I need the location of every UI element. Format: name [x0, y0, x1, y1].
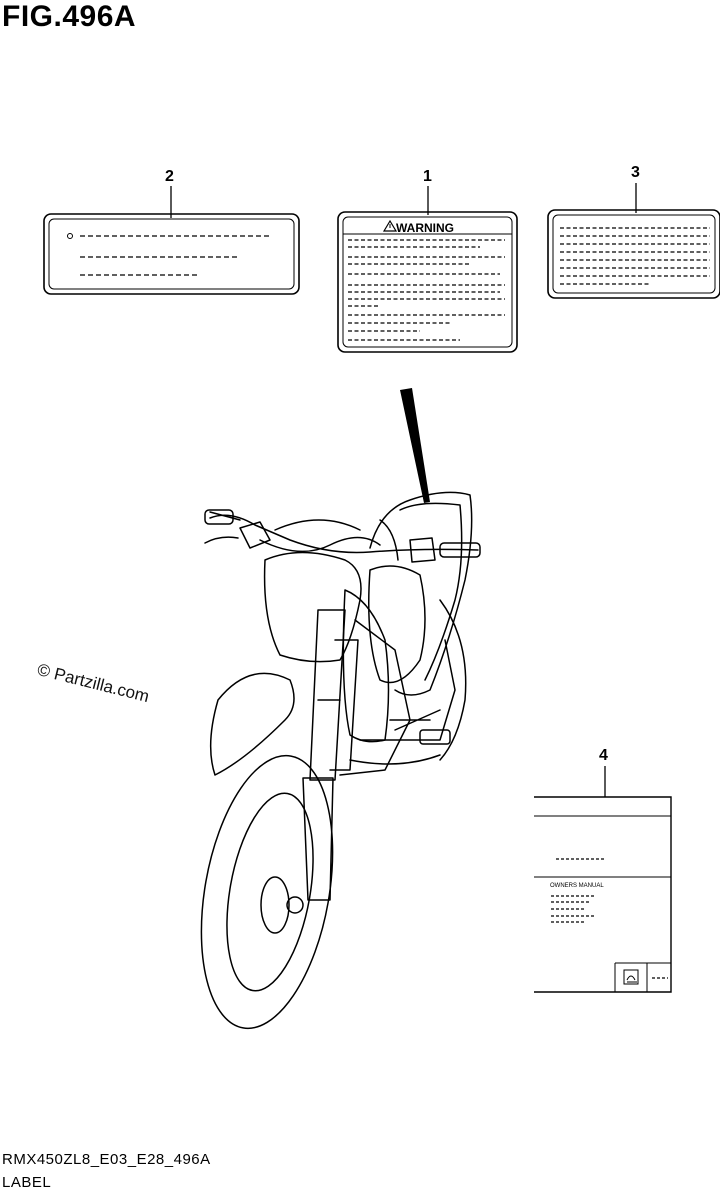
figure-title: FIG.496A [2, 0, 137, 33]
callout-2: 2 [165, 168, 174, 185]
label-3 [547, 209, 720, 299]
warning-heading: WARNING [396, 221, 454, 235]
pointer-arrow [400, 388, 430, 503]
motorcycle-drawing [200, 491, 481, 1030]
figure-code: RMX450ZL8_E03_E28_496A [2, 1151, 211, 1168]
label-1-warning [337, 211, 518, 353]
leader-lines [170, 183, 637, 797]
label-4-manual [534, 796, 672, 993]
callout-1: 1 [423, 168, 432, 185]
label-2 [43, 213, 300, 295]
callout-4: 4 [599, 747, 608, 764]
rider-symbol-icon [623, 969, 639, 985]
owners-manual-text: OWNERS MANUAL [550, 883, 604, 889]
warning-triangle-icon [382, 219, 398, 232]
figure-name: LABEL [2, 1174, 52, 1191]
callout-3: 3 [631, 164, 640, 181]
